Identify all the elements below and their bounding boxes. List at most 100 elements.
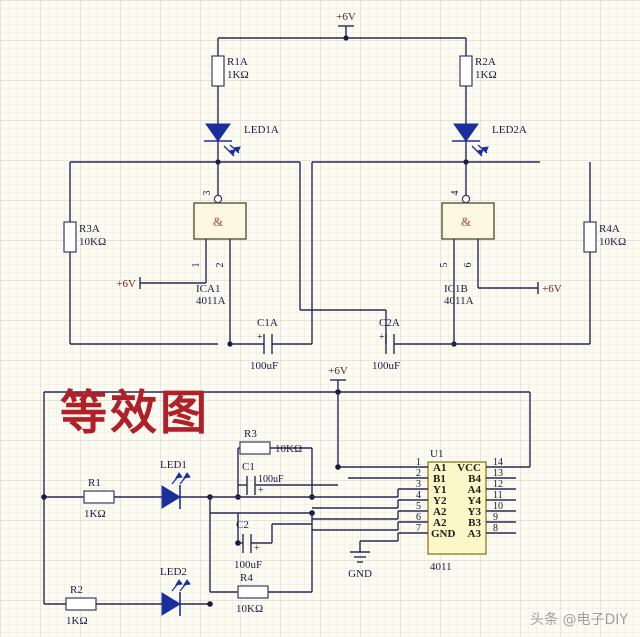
u1-pin-name-a4: A4 — [468, 484, 482, 496]
led1a-ref: LED1A — [244, 124, 279, 136]
u1-pin-num-11: 11 — [493, 490, 503, 501]
branch-r2-led2: R2 1KΩ LED2 — [44, 566, 213, 627]
u1-pin-name-y1: Y1 — [433, 484, 446, 496]
u1-pin-num-3: 3 — [416, 479, 421, 490]
ica1-ref: ICA1 — [196, 283, 220, 295]
u1-pin-name-a2b: A2 — [433, 517, 447, 529]
led2a-ref: LED2A — [492, 124, 527, 136]
ica1-part: 4011A — [196, 295, 226, 307]
gate-b-pin-out: 4 — [450, 191, 461, 196]
led-led2a: LED2A — [452, 123, 527, 162]
u1-pin-name-y4: Y4 — [468, 495, 482, 507]
c1-value: 100uF — [258, 474, 284, 485]
upper-mid-link — [299, 161, 540, 344]
gate-and-symbol-b: & — [461, 214, 472, 229]
led-led1a: LED1A — [204, 123, 279, 162]
r4a-ref: R4A — [599, 223, 620, 235]
c2-value: 100uF — [234, 559, 262, 571]
c2a-value: 100uF — [372, 360, 400, 372]
r4-value: 10KΩ — [236, 603, 263, 615]
u1-part: 4011 — [430, 561, 452, 573]
supply-label-top: +6V — [336, 11, 356, 23]
gate-a-pin-out: 3 — [202, 191, 213, 196]
gate-and-symbol-a: & — [213, 214, 224, 229]
r3a-value: 10KΩ — [79, 236, 106, 248]
ic1b-ref: IC1B — [444, 283, 468, 295]
ica1-supply-label: +6V — [116, 278, 136, 290]
ic1b-part: 4011A — [444, 295, 474, 307]
u1-pin-num-6: 6 — [416, 512, 421, 523]
u1-pin-name-y3: Y3 — [468, 506, 482, 518]
gate-a-pin-in1: 1 — [191, 263, 202, 268]
led2-ref: LED2 — [160, 566, 187, 578]
c2-ref: C2 — [236, 519, 249, 531]
r2a-value: 1KΩ — [475, 69, 497, 81]
capacitor-c2a: C2A + 100uF — [372, 310, 428, 372]
section-title-equivalent-diagram: 等效图 — [60, 386, 210, 441]
ic-u1: U1 4011 1 2 3 4 5 6 7 A1 — [397, 392, 531, 573]
u1-pin-name-a2a: A2 — [433, 506, 447, 518]
c2a-polarity: + — [379, 332, 385, 343]
gate-ic1b: & 4 5 6 IC1B 4011A +6V — [439, 159, 562, 347]
c1-ref: C1 — [242, 461, 255, 473]
r3-ref: R3 — [244, 428, 257, 440]
resistor-r1a: R1A 1KΩ — [211, 38, 249, 124]
r2a-ref: R2A — [475, 56, 496, 68]
u1-pin-name-a3: A3 — [468, 528, 482, 540]
r1-ref: R1 — [88, 477, 101, 489]
resistor-r3a: R3A 10KΩ — [63, 221, 106, 253]
u1-pin-num-1: 1 — [416, 457, 421, 468]
c1a-value: 100uF — [250, 360, 278, 372]
r3a-ref: R3A — [79, 223, 100, 235]
gnd-label: GND — [348, 568, 372, 580]
branch-r1-led1: R1 1KΩ LED1 — [41, 459, 238, 520]
u1-ref: U1 — [430, 448, 443, 460]
u1-pin-num-13: 13 — [493, 468, 503, 479]
u1-pin-num-5: 5 — [416, 501, 421, 512]
lower-ic-input-bus — [312, 464, 398, 542]
r2-value: 1KΩ — [66, 615, 88, 627]
u1-pin-num-8: 8 — [493, 523, 498, 534]
u1-pin-num-4: 4 — [416, 490, 421, 501]
c1-polarity: + — [258, 485, 264, 496]
watermark: 头条 @电子DIY — [530, 612, 628, 628]
r4-ref: R4 — [240, 572, 253, 584]
u1-pin-num-10: 10 — [493, 501, 503, 512]
u1-pin-num-14: 14 — [493, 457, 503, 468]
upper-left-loop — [69, 159, 300, 345]
u1-pin-num-2: 2 — [416, 468, 421, 479]
u1-pin-name-a1: A1 — [433, 462, 446, 474]
network-r3-c1: R3 10KΩ C1 100uF + — [210, 428, 398, 500]
u1-pin-num-12: 12 — [493, 479, 503, 490]
r1-value: 1KΩ — [84, 508, 106, 520]
gate-b-pin-in1: 5 — [439, 263, 450, 268]
upper-supply-rail: +6V — [218, 11, 466, 41]
u1-pin-name-gnd: GND — [431, 528, 456, 540]
u1-pin-name-b3: B3 — [468, 517, 481, 529]
gate-b-pin-in2: 6 — [463, 263, 474, 268]
gate-a-pin-in2: 2 — [215, 263, 226, 268]
ic1b-supply-label: +6V — [542, 283, 562, 295]
r1a-value: 1KΩ — [227, 69, 249, 81]
c2-polarity: + — [254, 543, 260, 554]
supply-label-lower: +6V — [328, 365, 348, 377]
ground-symbol: GND — [348, 541, 372, 580]
u1-pin-num-7: 7 — [416, 523, 421, 534]
c1a-polarity: + — [257, 332, 263, 343]
u1-pin-num-9: 9 — [493, 512, 498, 523]
network-c2-r4: C2 + 100uF R4 10KΩ — [209, 510, 315, 615]
r3-value: 10KΩ — [275, 443, 302, 455]
u1-pin-name-b4: B4 — [468, 473, 481, 485]
led1-ref: LED1 — [160, 459, 187, 471]
r4a-value: 10KΩ — [599, 236, 626, 248]
capacitor-c1a: C1A + 100uF — [230, 317, 312, 372]
upper-right-loop: R4A 10KΩ — [428, 162, 626, 345]
gate-ica1: & 3 1 2 ICA1 4011A +6V — [116, 162, 247, 347]
u1-pin-name-b1: B1 — [433, 473, 446, 485]
c1a-ref: C1A — [257, 317, 278, 329]
resistor-r2a: R2A 1KΩ — [459, 38, 497, 124]
u1-pin-name-y2: Y2 — [433, 495, 447, 507]
r1a-ref: R1A — [227, 56, 248, 68]
